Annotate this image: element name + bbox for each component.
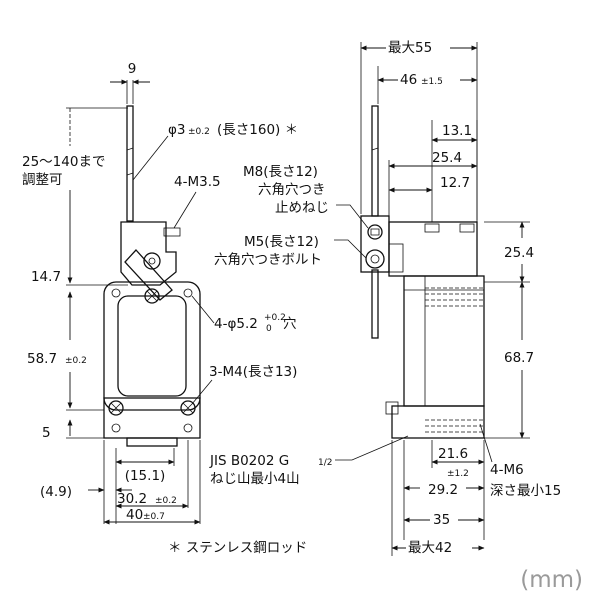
hole-tol-lower: 0 <box>266 324 272 334</box>
hole-label: 4-φ5.2 <box>214 316 258 332</box>
body-hatching <box>425 287 484 307</box>
lever-head <box>120 221 177 286</box>
set-screw-m8 <box>367 224 383 240</box>
dim-14-7-label: 14.7 <box>31 269 61 285</box>
m5-label-1: M5(長さ12) <box>244 234 319 250</box>
dim-15-1-label: (15.1) <box>125 468 166 484</box>
rod-length-label: (長さ160) ＊ <box>217 122 298 138</box>
dim-12-7-label: 12.7 <box>440 175 470 191</box>
m6-label-2: 深さ最小15 <box>490 483 561 499</box>
conduit-boss <box>126 437 178 447</box>
rod-material-note: ＊ ステンレス鋼ロッド <box>168 540 307 556</box>
dim-46-label: 46 <box>400 72 417 88</box>
m5-label-2: 六角穴つきボルト <box>214 252 322 268</box>
side-base <box>391 405 485 439</box>
m35-label: 4-M3.5 <box>174 174 221 190</box>
dim-25-4-top-label: 25.4 <box>432 150 462 166</box>
dim-40-tol: ±0.7 <box>143 512 165 522</box>
dim-4-9-label: (4.9) <box>40 484 72 500</box>
dim-21-6-label: 21.6 <box>438 446 468 462</box>
m4-label: 3-M4(長さ13) <box>209 364 297 380</box>
dim-40-label: 40 <box>126 507 143 523</box>
m8-label-2: 六角穴つき <box>258 182 326 198</box>
thread-count-label: ねじ山最小4山 <box>210 471 300 487</box>
dim-5-label: 5 <box>42 425 51 441</box>
dim-46-tol: ±1.5 <box>421 77 443 87</box>
max-55-label: 最大55 <box>388 40 432 56</box>
dim-30-2-label: 30.2 <box>117 491 147 507</box>
bolt-m5 <box>365 249 385 269</box>
body-window <box>117 295 187 397</box>
m6-label-1: 4-M6 <box>490 462 524 478</box>
unit-label: (mm) <box>520 567 583 593</box>
actuator-rod <box>126 105 134 222</box>
m8-label-1: M8(長さ12) <box>243 164 318 180</box>
dim-9-label: 9 <box>128 61 137 77</box>
dim-13-1-label: 13.1 <box>442 123 472 139</box>
rod-diameter-tol: ±0.2 <box>188 127 210 137</box>
switch-body <box>103 281 201 411</box>
base-hatching <box>425 419 484 433</box>
dim-30-2-tol: ±0.2 <box>155 496 177 506</box>
side-head <box>388 221 478 277</box>
switch-base <box>103 397 201 439</box>
dim-68-7-label: 68.7 <box>504 350 534 366</box>
dim-25-4-side-label: 25.4 <box>504 245 534 261</box>
side-body <box>403 275 485 407</box>
jis-thread-label: JIS B0202 G <box>209 453 289 469</box>
dim-58-7-tol: ±0.2 <box>65 356 87 366</box>
adjust-range-label: 25～140まで <box>22 154 105 170</box>
dim-21-6-tol: ±1.2 <box>447 469 469 479</box>
adjust-range-label-2: 調整可 <box>22 172 63 188</box>
lever-arm <box>124 249 173 301</box>
lever-pivot <box>143 252 161 270</box>
rod-diameter-label: φ3 <box>168 122 186 138</box>
m8-label-3: 止めねじ <box>275 200 329 216</box>
max-42-label: 最大42 <box>408 540 452 556</box>
hole-tol-upper: +0.2 <box>264 313 286 323</box>
hole-suffix: 穴 <box>283 316 297 332</box>
front-view: 9 25～140まで 調整可 14.7 58.7 ±0.2 5 φ3 ±0.2 … <box>22 61 307 556</box>
dim-58-7-label: 58.7 <box>27 351 57 367</box>
jis-thread-fraction: 1/2 <box>318 458 332 468</box>
side-view: 最大55 46 ±1.5 13.1 25.4 12.7 M8(長さ12) 六角穴… <box>209 38 561 556</box>
side-rod <box>371 105 379 217</box>
dim-35-label: 35 <box>433 512 450 528</box>
dim-29-2-label: 29.2 <box>428 482 458 498</box>
